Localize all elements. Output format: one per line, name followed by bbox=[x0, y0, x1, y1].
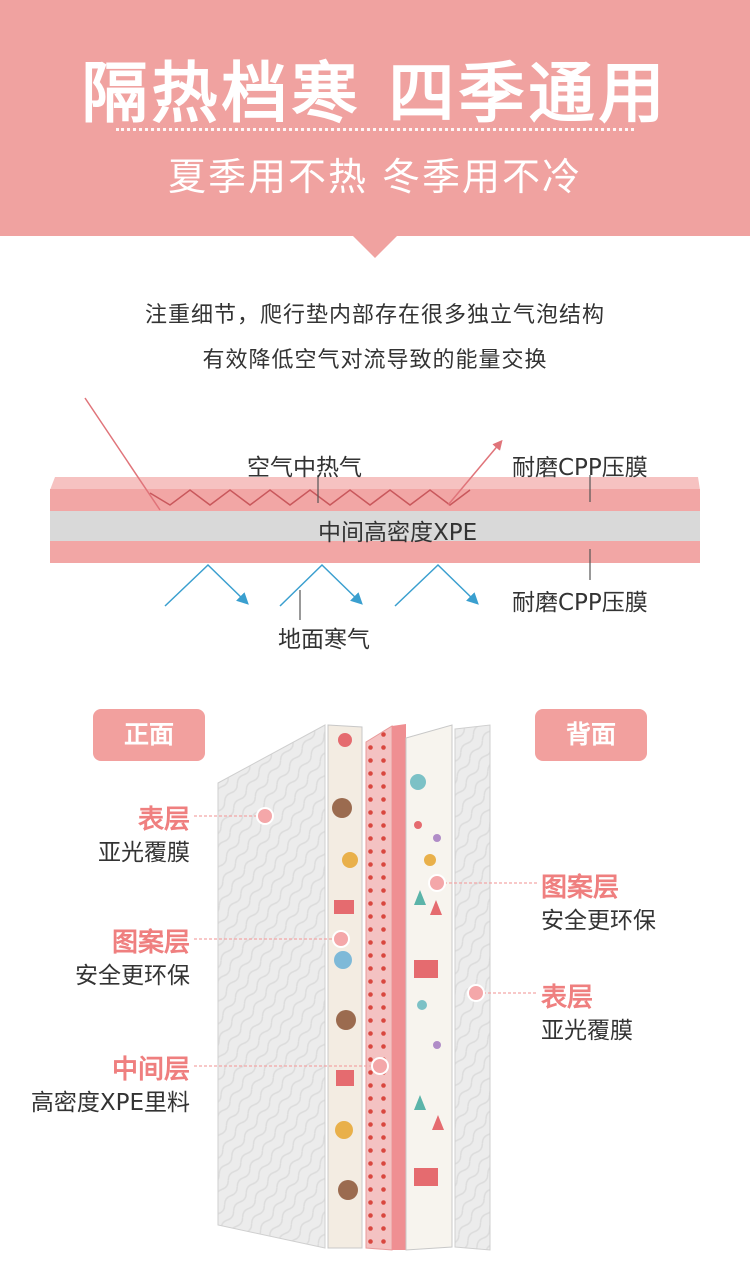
back-layer-2-desc: 亚光覆膜 bbox=[541, 1018, 633, 1044]
front-layer-3-name: 中间层 bbox=[111, 1055, 190, 1085]
cold-air-arrows bbox=[164, 563, 479, 620]
callout-lines bbox=[194, 807, 538, 1075]
top-film-edge bbox=[50, 477, 700, 490]
front-pattern-art bbox=[332, 733, 358, 1200]
middle-xpe-label: 中间高密度XPE bbox=[318, 520, 478, 546]
top-film-label: 耐磨CPP压膜 bbox=[512, 455, 648, 481]
back-layer-1-name: 图案层 bbox=[541, 873, 620, 903]
front-layer-2-desc: 安全更环保 bbox=[75, 963, 190, 989]
front-layer-3-desc: 高密度XPE里料 bbox=[30, 1090, 190, 1116]
header-banner: 隔热档寒 四季通用 夏季用不热 冬季用不冷 bbox=[0, 0, 750, 236]
exploded-layers bbox=[217, 724, 491, 1251]
bottom-cpp-film bbox=[50, 541, 700, 563]
header-title: 隔热档寒 四季通用 bbox=[81, 55, 669, 132]
front-tag: 正面 bbox=[93, 709, 205, 761]
callout-dot bbox=[371, 1057, 389, 1075]
callout-dot bbox=[332, 930, 350, 948]
bottom-film-label: 耐磨CPP压膜 bbox=[512, 590, 648, 616]
back-pattern-layer bbox=[405, 724, 453, 1251]
header-divider bbox=[116, 128, 634, 131]
middle-xpe-layer bbox=[50, 511, 700, 541]
front-layer-1-desc: 亚光覆膜 bbox=[98, 840, 190, 866]
callout-dot bbox=[467, 984, 485, 1002]
middle-xpe-layer-3d bbox=[365, 725, 393, 1251]
back-pattern-art bbox=[410, 774, 444, 1186]
top-cpp-film bbox=[50, 489, 700, 511]
callout-dot bbox=[428, 874, 446, 892]
header-subtitle: 夏季用不热 冬季用不冷 bbox=[167, 155, 583, 199]
mat-layer-stack bbox=[50, 477, 700, 563]
header-notch bbox=[351, 234, 399, 258]
back-layer-2-name: 表层 bbox=[541, 983, 594, 1013]
intro-line-2: 有效降低空气对流导致的能量交换 bbox=[202, 348, 548, 373]
back-tag: 背面 bbox=[535, 709, 647, 761]
intro-line-1: 注重细节，爬行垫内部存在很多独立气泡结构 bbox=[144, 303, 605, 328]
front-layer-2-name: 图案层 bbox=[111, 928, 190, 958]
front-layer-1-name: 表层 bbox=[137, 805, 190, 835]
cold-air-label: 地面寒气 bbox=[278, 627, 370, 653]
front-surface-film bbox=[217, 724, 326, 1249]
hot-air-arrow bbox=[84, 397, 503, 511]
hot-air-label: 空气中热气 bbox=[247, 455, 362, 481]
middle-layer-edge bbox=[392, 724, 406, 1250]
back-layer-1-desc: 安全更环保 bbox=[541, 908, 656, 934]
callout-dot bbox=[256, 807, 274, 825]
